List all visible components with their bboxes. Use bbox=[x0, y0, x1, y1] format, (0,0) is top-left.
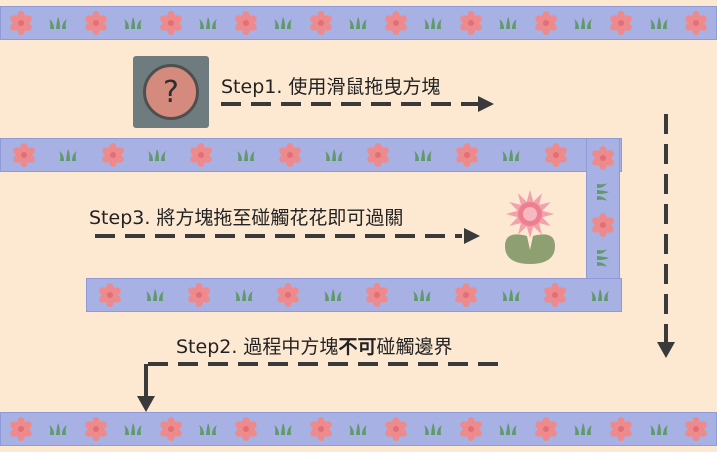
bottom-boundary-wall bbox=[0, 412, 717, 446]
wall-flower-icon bbox=[544, 143, 567, 167]
wall-flower-icon bbox=[544, 283, 567, 307]
wall-grass-icon bbox=[502, 149, 521, 161]
wall-flower-icon bbox=[460, 417, 482, 441]
top-boundary-wall bbox=[0, 6, 717, 40]
wall-grass-icon bbox=[424, 423, 443, 435]
lower-corridor-wall bbox=[86, 278, 622, 312]
wall-grass-icon bbox=[590, 289, 609, 301]
wall-grass-icon bbox=[499, 423, 518, 435]
wall-flower-icon bbox=[99, 283, 122, 307]
wall-flower-icon bbox=[610, 11, 632, 35]
wall-flower-icon bbox=[456, 143, 478, 167]
step2-text-emphasis: 不可 bbox=[338, 336, 377, 358]
wall-flower-icon bbox=[160, 417, 182, 441]
wall-grass-icon bbox=[574, 17, 593, 29]
wall-grass-icon bbox=[49, 423, 68, 435]
wall-flower-icon bbox=[455, 283, 478, 307]
wall-grass-icon bbox=[234, 289, 253, 301]
wall-grass-icon bbox=[349, 17, 368, 29]
wall-flower-icon bbox=[592, 212, 614, 237]
wall-flower-icon bbox=[101, 143, 124, 167]
wall-flower-icon bbox=[279, 143, 301, 167]
wall-grass-icon bbox=[649, 17, 668, 29]
wall-flower-icon bbox=[13, 143, 35, 167]
wall-grass-icon bbox=[236, 149, 255, 161]
wall-grass-icon bbox=[274, 17, 293, 29]
wall-flower-icon bbox=[9, 11, 32, 35]
flower-goal-icon bbox=[505, 190, 555, 264]
wall-grass-icon bbox=[145, 289, 164, 301]
wall-flower-icon bbox=[190, 143, 213, 167]
wall-flower-icon bbox=[9, 417, 32, 441]
wall-grass-icon bbox=[574, 423, 593, 435]
wall-grass-icon bbox=[597, 182, 609, 201]
step2-text-suffix: 碰觸邊界 bbox=[376, 336, 453, 358]
wall-grass-icon bbox=[124, 17, 143, 29]
wall-grass-icon bbox=[424, 17, 443, 29]
draggable-question-block[interactable]: ? bbox=[133, 56, 209, 128]
wall-flower-icon bbox=[310, 11, 332, 35]
wall-grass-icon bbox=[649, 423, 668, 435]
wall-flower-icon bbox=[460, 11, 482, 35]
wall-flower-icon bbox=[188, 283, 211, 307]
wall-flower-icon bbox=[610, 417, 632, 441]
wall-flower-icon bbox=[235, 417, 257, 441]
wall-flower-icon bbox=[367, 143, 390, 167]
wall-grass-icon bbox=[412, 289, 431, 301]
step3-instruction: Step3. 將方塊拖至碰觸花花即可過關 bbox=[89, 207, 404, 229]
wall-grass-icon bbox=[49, 17, 68, 29]
wall-grass-icon bbox=[323, 289, 342, 301]
step2-instruction: Step2. 過程中方塊不可碰觸邊界 bbox=[176, 332, 452, 359]
step1-arrowhead bbox=[478, 96, 494, 112]
wall-grass-icon bbox=[199, 17, 218, 29]
wall-flower-icon bbox=[685, 417, 707, 441]
wall-grass-icon bbox=[199, 423, 218, 435]
wall-flower-icon bbox=[160, 11, 182, 35]
step2-text-prefix: Step2. 過程中方塊 bbox=[176, 336, 339, 358]
step2-arrowhead-end bbox=[137, 396, 155, 412]
wall-flower-icon bbox=[535, 417, 557, 441]
wall-grass-icon bbox=[349, 423, 368, 435]
wall-grass-icon bbox=[499, 17, 518, 29]
wall-flower-icon bbox=[310, 417, 332, 441]
wall-grass-icon bbox=[413, 149, 432, 161]
wall-flower-icon bbox=[366, 283, 389, 307]
question-block-icon: ? bbox=[143, 64, 199, 120]
step2-arrowhead-down bbox=[657, 342, 675, 358]
wall-grass-icon bbox=[597, 249, 609, 268]
wall-grass-icon bbox=[147, 149, 166, 161]
wall-flower-icon bbox=[385, 417, 407, 441]
wall-grass-icon bbox=[325, 149, 344, 161]
step3-arrowhead bbox=[464, 228, 480, 244]
upper-corridor-wall bbox=[0, 138, 622, 172]
wall-flower-icon bbox=[685, 11, 707, 35]
wall-grass-icon bbox=[501, 289, 520, 301]
step1-instruction: Step1. 使用滑鼠拖曳方塊 bbox=[221, 76, 441, 98]
wall-grass-icon bbox=[124, 423, 143, 435]
wall-flower-icon bbox=[385, 11, 407, 35]
wall-flower-icon bbox=[85, 11, 107, 35]
wall-flower-icon bbox=[85, 417, 107, 441]
wall-flower-icon bbox=[277, 283, 300, 307]
wall-flower-icon bbox=[592, 146, 614, 171]
wall-grass-icon bbox=[274, 423, 293, 435]
wall-flower-icon bbox=[535, 11, 557, 35]
wall-grass-icon bbox=[59, 149, 78, 161]
wall-flower-icon bbox=[235, 11, 257, 35]
